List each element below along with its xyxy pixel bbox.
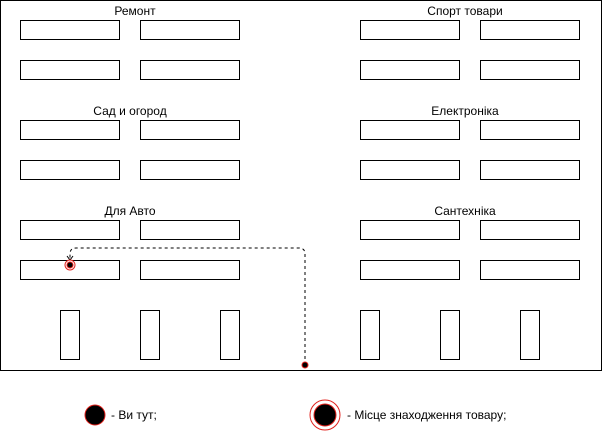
counter-1: [60, 310, 80, 360]
section-label-sport: Спорт товари: [427, 4, 503, 18]
shelf-electronics-2: [480, 120, 580, 140]
shelf-repair-4: [140, 60, 240, 80]
shelf-sport-1: [360, 20, 460, 40]
section-label-repair: Ремонт: [114, 4, 156, 18]
shelf-repair-3: [20, 60, 120, 80]
route-path: [69, 247, 306, 365]
counter-5: [440, 310, 460, 360]
shelf-electronics-3: [360, 160, 460, 180]
shelf-repair-1: [20, 20, 120, 40]
counter-2: [140, 310, 160, 360]
shelf-plumbing-2: [480, 220, 580, 240]
shelf-plumbing-1: [360, 220, 460, 240]
shelf-garden-1: [20, 120, 120, 140]
shelf-sport-4: [480, 60, 580, 80]
shelf-garden-2: [140, 120, 240, 140]
shelf-electronics-1: [360, 120, 460, 140]
counter-3: [220, 310, 240, 360]
counter-4: [360, 310, 380, 360]
legend-you-are-here-icon: [84, 404, 106, 426]
section-label-plumbing: Сантехніка: [434, 204, 496, 218]
product-location-marker-dot: [66, 261, 74, 269]
you-are-here-marker: [301, 361, 309, 369]
section-label-garden: Сад и огород: [93, 104, 167, 118]
shelf-garden-3: [20, 160, 120, 180]
shelf-auto-2: [140, 220, 240, 240]
legend-product-location-icon-dot: [313, 403, 337, 427]
legend-you-are-here-label: - Ви тут;: [111, 408, 157, 422]
shelf-sport-3: [360, 60, 460, 80]
shelf-electronics-4: [480, 160, 580, 180]
section-label-electronics: Електроніка: [431, 104, 499, 118]
counter-6: [520, 310, 540, 360]
section-label-auto: Для Авто: [104, 204, 156, 218]
shelf-plumbing-3: [360, 260, 460, 280]
shelf-repair-2: [140, 20, 240, 40]
legend-product-location-label: - Місце знаходження товару;: [347, 408, 507, 422]
shelf-auto-1: [20, 220, 120, 240]
shelf-plumbing-4: [480, 260, 580, 280]
shelf-sport-2: [480, 20, 580, 40]
shelf-garden-4: [140, 160, 240, 180]
shelf-auto-4: [140, 260, 240, 280]
